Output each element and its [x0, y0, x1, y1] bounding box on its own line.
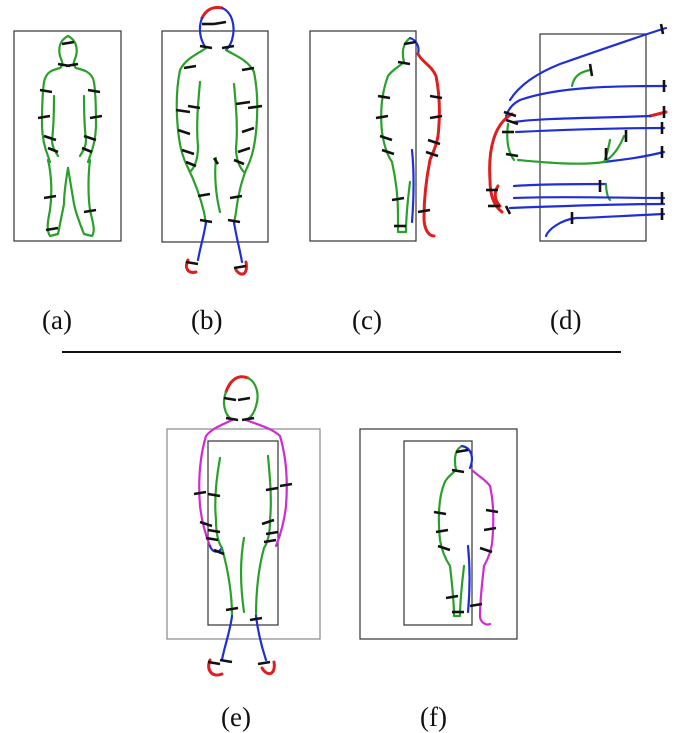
panel-a-ticks: [37, 40, 103, 232]
panel-d-left-red: [488, 112, 514, 214]
panel-d-left-green: [506, 122, 516, 162]
panel-c-right-body: [416, 52, 441, 238]
panel-c-left-body: [380, 36, 412, 234]
panel-d-red-low: [493, 184, 502, 208]
panel-b-right-leg: [232, 220, 244, 264]
panel-d: [486, 23, 668, 242]
panel-d-arc-9: [544, 212, 666, 238]
panel-d-arc-8: [508, 202, 666, 210]
panel-b-head-top: [200, 6, 224, 20]
panel-a-right-contour: [66, 34, 98, 238]
panel-e-legs: [220, 536, 266, 618]
panel-c-leg: [410, 148, 415, 224]
panel-d-green-low: [604, 182, 612, 202]
panel-e-right-leg: [254, 614, 268, 662]
panel-f-right-body: [470, 468, 495, 626]
panel-b-head-right: [220, 6, 235, 52]
caption-d: (d): [550, 305, 582, 335]
panel-f: [359, 428, 518, 640]
caption-b: (b): [191, 305, 223, 335]
panel-c: [309, 30, 443, 242]
panel-e-right-shoulder-arm: [244, 418, 288, 548]
panel-e-outer-frame: [166, 428, 321, 640]
panel-d-ticks: [486, 23, 666, 224]
panel-e-left-inner-arm: [214, 456, 224, 550]
panel-d-arc-3: [512, 114, 652, 124]
panel-b-left-body: [175, 46, 208, 226]
panel-f-head-right: [460, 444, 473, 470]
panel-f-outer-frame: [359, 428, 518, 640]
panel-c-neck: [408, 36, 420, 56]
caption-c: (c): [352, 305, 382, 335]
panel-b: [161, 6, 269, 276]
panel-e-left-shoulder-arm: [198, 418, 234, 548]
panel-d-green-hook: [570, 68, 592, 88]
panel-b-left-leg: [196, 220, 208, 262]
panel-d-top-arc: [508, 26, 668, 102]
panel-d-arc-4: [514, 126, 666, 134]
caption-f: (f): [420, 702, 447, 732]
panel-f-ticks: [433, 448, 499, 614]
panel-a: [13, 30, 122, 242]
panel-a-frame: [13, 30, 122, 242]
panel-a-inner-arm-right: [78, 94, 88, 158]
panel-e-left-leg: [220, 614, 234, 662]
caption-e: (e): [221, 702, 251, 732]
panel-f-left-body: [437, 444, 466, 618]
panel-d-arc-2: [504, 84, 668, 118]
panel-b-ticks: [175, 20, 263, 270]
panel-e-ticks: [193, 396, 293, 666]
panel-d-arc-6: [512, 182, 608, 188]
panel-b-right-body: [214, 48, 259, 226]
panel-a-inner-arm-left: [50, 94, 60, 158]
panel-c-ticks: [375, 40, 443, 228]
panel-f-inner-frame: [403, 440, 473, 626]
caption-a: (a): [42, 305, 72, 335]
panel-c-frame: [309, 30, 417, 242]
panel-d-arc-5: [602, 150, 666, 164]
panel-d-frame: [539, 33, 647, 242]
panel-f-leg: [466, 544, 471, 614]
panel-b-head-left: [198, 16, 208, 50]
panel-e: [166, 375, 321, 677]
panel-b-right-foot: [234, 260, 248, 276]
panel-b-frame: [161, 30, 269, 243]
panel-e-head-top: [224, 375, 250, 394]
panel-d-arc-7: [512, 196, 666, 200]
panel-e-right-foot: [260, 660, 276, 676]
